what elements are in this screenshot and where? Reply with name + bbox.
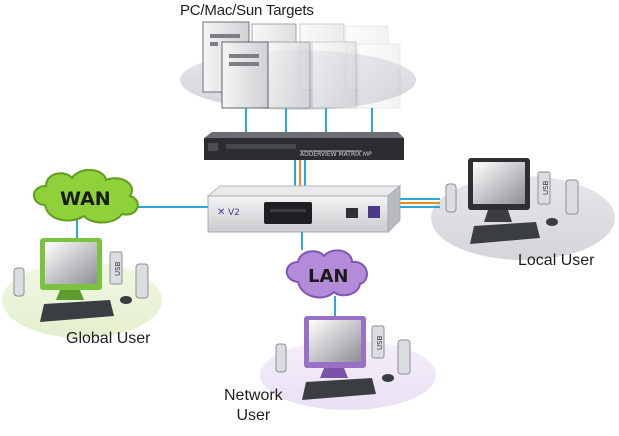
- global-user-label: Global User: [66, 330, 151, 347]
- desktop-computer-icon: USB: [275, 316, 411, 400]
- lan-cloud-icon: LAN: [285, 249, 368, 299]
- svg-text:✕: ✕: [217, 207, 225, 218]
- network-usb-label: USB: [376, 335, 384, 350]
- targets-label: PC/Mac/Sun Targets: [180, 2, 314, 19]
- network-user-label-line2: User: [236, 407, 271, 424]
- kvm-switch-icon: ADDERVIEW MATRIX MP: [204, 132, 404, 160]
- server-tower-icon: [202, 21, 401, 109]
- global-usb-label: USB: [114, 261, 122, 276]
- matrix-extender-cables: [294, 160, 306, 188]
- network-user-label: Network User: [224, 386, 283, 426]
- wan-label: WAN: [60, 188, 111, 210]
- desktop-computer-icon: USB: [445, 158, 579, 244]
- network-links: [76, 198, 440, 318]
- local-user-label: Local User: [518, 252, 595, 269]
- matrix-brand: ADDERVIEW MATRIX MP: [300, 151, 372, 158]
- ip-extender-icon: ✕ V2: [206, 184, 402, 234]
- local-usb-label: USB: [542, 180, 550, 195]
- v2-badge: V2: [228, 208, 240, 218]
- network-user-label-line1: Network: [224, 387, 283, 404]
- desktop-computer-icon: USB: [13, 238, 149, 322]
- target-cables: [245, 108, 373, 135]
- lan-label: LAN: [308, 266, 348, 287]
- wan-cloud-icon: WAN: [32, 169, 139, 224]
